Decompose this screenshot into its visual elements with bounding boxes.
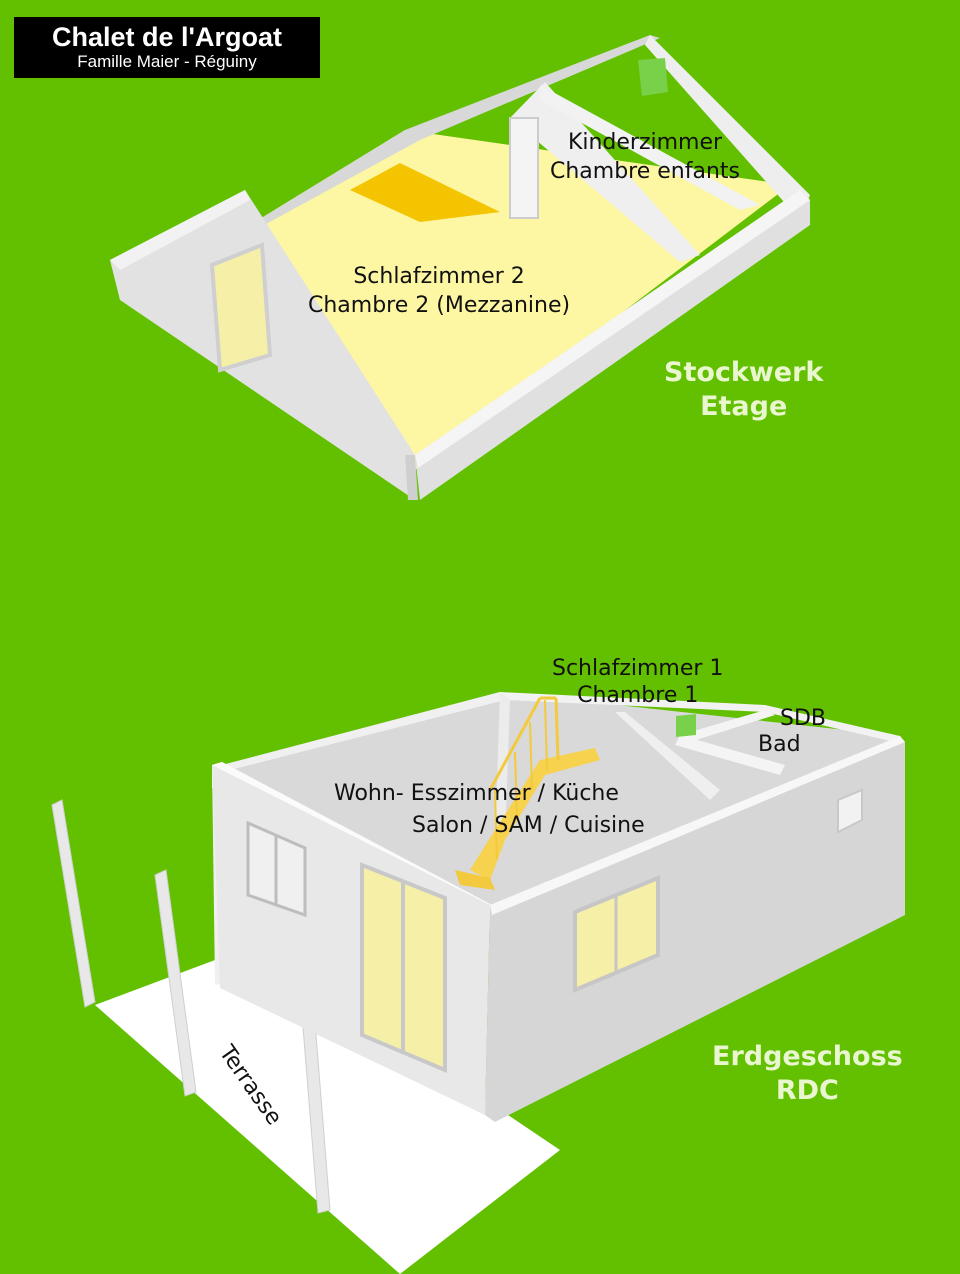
bedroom-window <box>676 714 696 737</box>
bedroom1-label: Schlafzimmer 1 Chambre 1 <box>552 655 723 709</box>
upper-back-wall <box>245 35 660 230</box>
upper-gable-window <box>209 242 273 373</box>
bathroom-window <box>837 788 863 834</box>
bedroom1-label-fr: Chambre 1 <box>577 683 699 708</box>
bedroom2-label: Schlafzimmer 2 Chambre 2 (Mezzanine) <box>308 262 570 320</box>
upper-floor-label-de: Stockwerk <box>664 357 824 388</box>
upper-floor-model <box>110 35 810 500</box>
terrace-post <box>154 869 197 1097</box>
bathroom-label-fr: SDB <box>780 706 826 731</box>
ground-front-wall <box>485 736 905 1122</box>
bedroom2-label-fr: Chambre 2 (Mezzanine) <box>308 293 571 318</box>
upper-door <box>509 117 539 219</box>
ground-back-wall <box>222 692 505 770</box>
bathroom-label-de: Bad <box>758 732 801 757</box>
mezzanine-opening <box>350 163 500 222</box>
kids-room-label-de: Kinderzimmer <box>567 130 723 155</box>
title-box: Chalet de l'Argoat Famille Maier - Régui… <box>14 17 320 78</box>
ground-floor-model <box>51 692 905 1274</box>
bedroom1-label-de: Schlafzimmer 1 <box>552 656 724 681</box>
living-room-label-fr: Salon / SAM / Cuisine <box>412 813 645 838</box>
terrace-post <box>51 799 96 1008</box>
bedroom2-label-de: Schlafzimmer 2 <box>353 264 525 289</box>
skylight <box>638 58 668 96</box>
bathroom-label: SDB Bad <box>758 706 826 758</box>
kids-room-label: Kinderzimmer Chambre enfants <box>550 128 740 186</box>
upper-partition <box>510 82 700 262</box>
family-subtitle: Famille Maier - Réguiny <box>77 52 257 71</box>
upper-floor-label-fr: Etage <box>700 391 788 422</box>
ground-partition <box>615 712 720 800</box>
ground-partition <box>680 710 775 742</box>
ground-floor-label-de: Erdgeschoss <box>712 1041 903 1072</box>
staircase <box>455 696 600 890</box>
living-room-label: Wohn- Esszimmer / Küche Salon / SAM / Cu… <box>334 778 645 842</box>
kids-room-label-fr: Chambre enfants <box>550 159 741 184</box>
upper-right-gable <box>645 35 810 220</box>
ground-floor-label-fr: RDC <box>775 1075 839 1106</box>
upper-floor-label: Stockwerk Etage <box>664 356 823 424</box>
chalet-title: Chalet de l'Argoat <box>52 22 282 52</box>
living-room-label-de: Wohn- Esszimmer / Küche <box>334 781 619 806</box>
ground-floor-label: Erdgeschoss RDC <box>712 1040 903 1108</box>
terrace-slab <box>95 945 560 1274</box>
